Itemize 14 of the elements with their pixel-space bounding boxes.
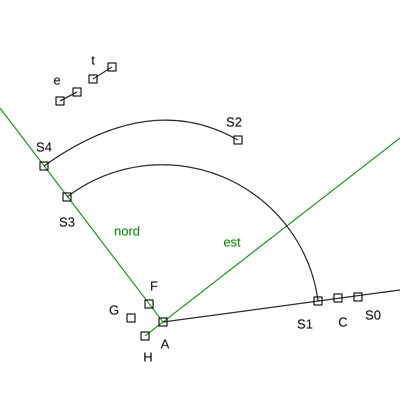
point-label: S1 xyxy=(297,318,313,330)
point-label: G xyxy=(108,304,120,316)
point-label: S2 xyxy=(226,116,242,128)
point-label: A xyxy=(160,338,170,350)
point-label: S0 xyxy=(365,308,381,322)
point-label: t xyxy=(91,54,95,66)
line-label: nord xyxy=(114,224,140,238)
point-label: S4 xyxy=(36,140,52,154)
line-label: est xyxy=(223,236,241,248)
point-label: C xyxy=(338,316,348,328)
point-label: F xyxy=(150,280,158,292)
point-label: H xyxy=(143,350,153,364)
point-label: e xyxy=(53,74,61,86)
point-label: S3 xyxy=(59,216,75,228)
